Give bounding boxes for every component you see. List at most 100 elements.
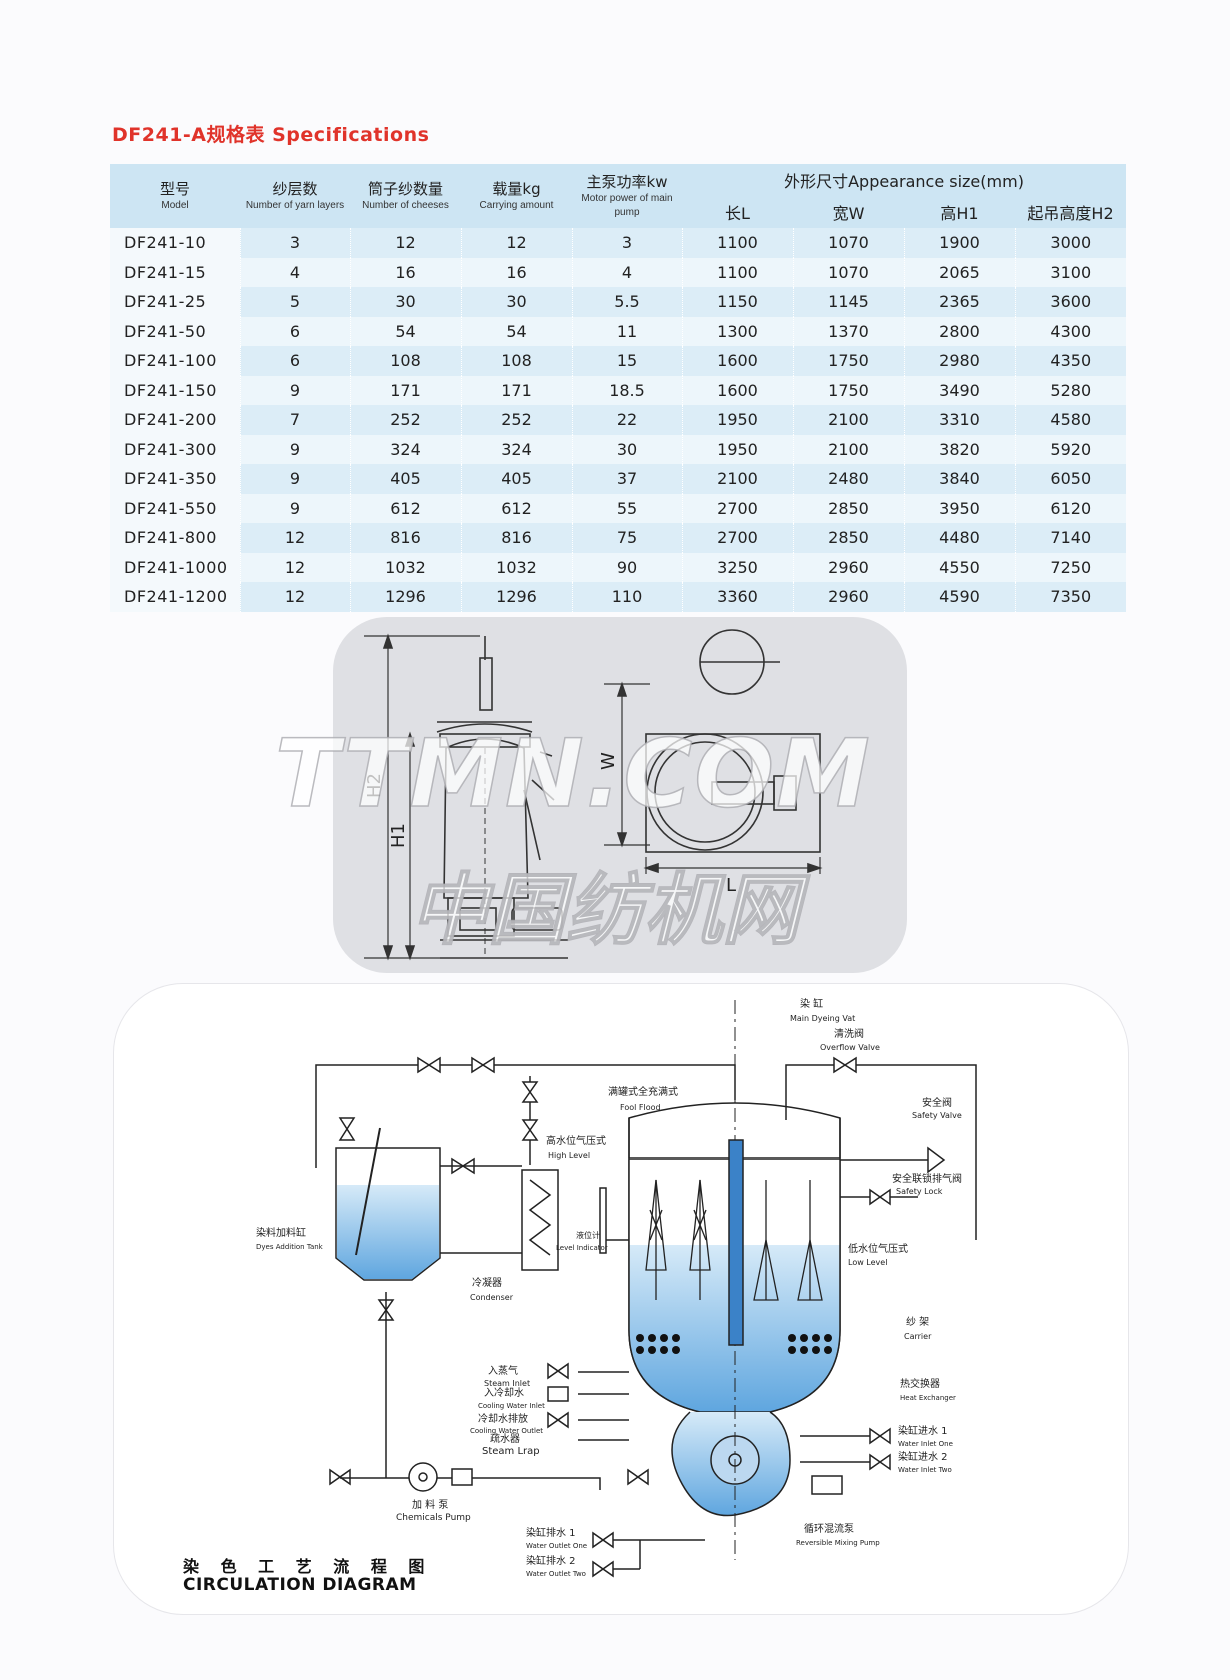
table-cell: 2960 bbox=[792, 582, 904, 612]
table-cell: 1145 bbox=[792, 287, 904, 317]
diagram-label: 循环混流泵 bbox=[804, 1522, 854, 1535]
table-cell: 5 bbox=[239, 287, 350, 317]
table-cell: 12 bbox=[349, 228, 461, 258]
table-cell: 2100 bbox=[681, 464, 793, 494]
table-cell: 1600 bbox=[681, 375, 793, 405]
table-cell: 2065 bbox=[903, 257, 1015, 287]
table-cell: 4350 bbox=[1014, 346, 1127, 376]
table-cell: 16 bbox=[349, 257, 461, 287]
table-cell: 171 bbox=[349, 375, 461, 405]
table-cell: 405 bbox=[460, 464, 572, 494]
table-cell: 324 bbox=[349, 434, 461, 464]
diagram-label: Water Outlet One bbox=[526, 1542, 587, 1550]
table-cell: 5280 bbox=[1014, 375, 1127, 405]
diagram-label: Dyes Addition Tank bbox=[256, 1243, 324, 1251]
table-cell: 3100 bbox=[1014, 257, 1127, 287]
diagram-label: 安全阀 bbox=[922, 1096, 952, 1109]
table-cell: 405 bbox=[349, 464, 461, 494]
model-cell: DF241-25 bbox=[110, 287, 240, 317]
diagram-label: Low Level bbox=[848, 1258, 887, 1267]
table-cell: 1150 bbox=[681, 287, 793, 317]
header-width: 宽W bbox=[793, 196, 904, 228]
table-cell: 7350 bbox=[1014, 582, 1127, 612]
model-cell: DF241-150 bbox=[110, 375, 240, 405]
table-cell: 5.5 bbox=[571, 287, 682, 317]
table-cell: 4480 bbox=[903, 523, 1015, 553]
diagram-label: 纱 架 bbox=[906, 1316, 929, 1328]
table-cell: 3 bbox=[239, 228, 350, 258]
table-cell: 9 bbox=[239, 434, 350, 464]
header-height-h2: 起吊高度H2 bbox=[1015, 196, 1127, 228]
table-cell: 4590 bbox=[903, 582, 1015, 612]
table-cell: 2365 bbox=[903, 287, 1015, 317]
table-cell: 1950 bbox=[681, 405, 793, 435]
diagram-label: 染缸排水 1 bbox=[526, 1526, 576, 1539]
table-cell: 3950 bbox=[903, 493, 1015, 523]
table-cell: 324 bbox=[460, 434, 572, 464]
table-cell: 3840 bbox=[903, 464, 1015, 494]
model-cell: DF241-200 bbox=[110, 405, 240, 435]
table-cell: 2960 bbox=[792, 552, 904, 582]
table-cell: 252 bbox=[349, 405, 461, 435]
table-cell: 75 bbox=[571, 523, 682, 553]
diagram-label: 冷凝器 bbox=[472, 1276, 502, 1289]
table-cell: 16 bbox=[460, 257, 572, 287]
table-cell: 2980 bbox=[903, 346, 1015, 376]
table-cell: 1070 bbox=[792, 257, 904, 287]
table-cell: 816 bbox=[460, 523, 572, 553]
machine-drawing-panel bbox=[333, 617, 907, 973]
table-cell: 4550 bbox=[903, 552, 1015, 582]
table-cell: 90 bbox=[571, 552, 682, 582]
model-cell: DF241-350 bbox=[110, 464, 240, 494]
diagram-label: Water Inlet Two bbox=[898, 1466, 952, 1474]
diagram-label: Steam Inlet bbox=[484, 1379, 530, 1388]
table-cell: 7140 bbox=[1014, 523, 1127, 553]
table-cell: 3250 bbox=[681, 552, 793, 582]
diagram-title-en: CIRCULATION DIAGRAM bbox=[183, 1575, 417, 1595]
diagram-label: 低水位气压式 bbox=[848, 1242, 908, 1255]
dim-label-l: L bbox=[726, 875, 736, 896]
table-cell: 6050 bbox=[1014, 464, 1127, 494]
table-cell: 18.5 bbox=[571, 375, 682, 405]
table-cell: 12 bbox=[239, 582, 350, 612]
table-cell: 9 bbox=[239, 493, 350, 523]
diagram-label: Main Dyeing Vat bbox=[790, 1014, 855, 1023]
table-cell: 30 bbox=[460, 287, 572, 317]
diagram-label: Cooling Water Outlet bbox=[470, 1427, 543, 1435]
table-cell: 3000 bbox=[1014, 228, 1127, 258]
diagram-label: 染料加料缸 bbox=[256, 1226, 306, 1239]
diagram-label: Safety Lock bbox=[896, 1187, 943, 1196]
diagram-label: 清洗阀 bbox=[834, 1027, 864, 1040]
table-cell: 30 bbox=[571, 434, 682, 464]
table-cell: 171 bbox=[460, 375, 572, 405]
model-cell: DF241-15 bbox=[110, 257, 240, 287]
table-cell: 2700 bbox=[681, 523, 793, 553]
diagram-label: 入蒸气 bbox=[488, 1364, 518, 1377]
table-cell: 3360 bbox=[681, 582, 793, 612]
model-cell: DF241-100 bbox=[110, 346, 240, 376]
table-cell: 1100 bbox=[681, 228, 793, 258]
table-cell: 2480 bbox=[792, 464, 904, 494]
diagram-label: Water Inlet One bbox=[898, 1440, 953, 1448]
table-cell: 1600 bbox=[681, 346, 793, 376]
table-cell: 110 bbox=[571, 582, 682, 612]
diagram-label: Chemicals Pump bbox=[396, 1513, 471, 1523]
diagram-label: 染缸排水 2 bbox=[526, 1554, 576, 1567]
diagram-label: Fool Flood bbox=[620, 1103, 661, 1112]
model-cell: DF241-800 bbox=[110, 523, 240, 553]
dim-label-w: W bbox=[598, 752, 619, 770]
diagram-label: Steam Lrap bbox=[482, 1446, 540, 1457]
